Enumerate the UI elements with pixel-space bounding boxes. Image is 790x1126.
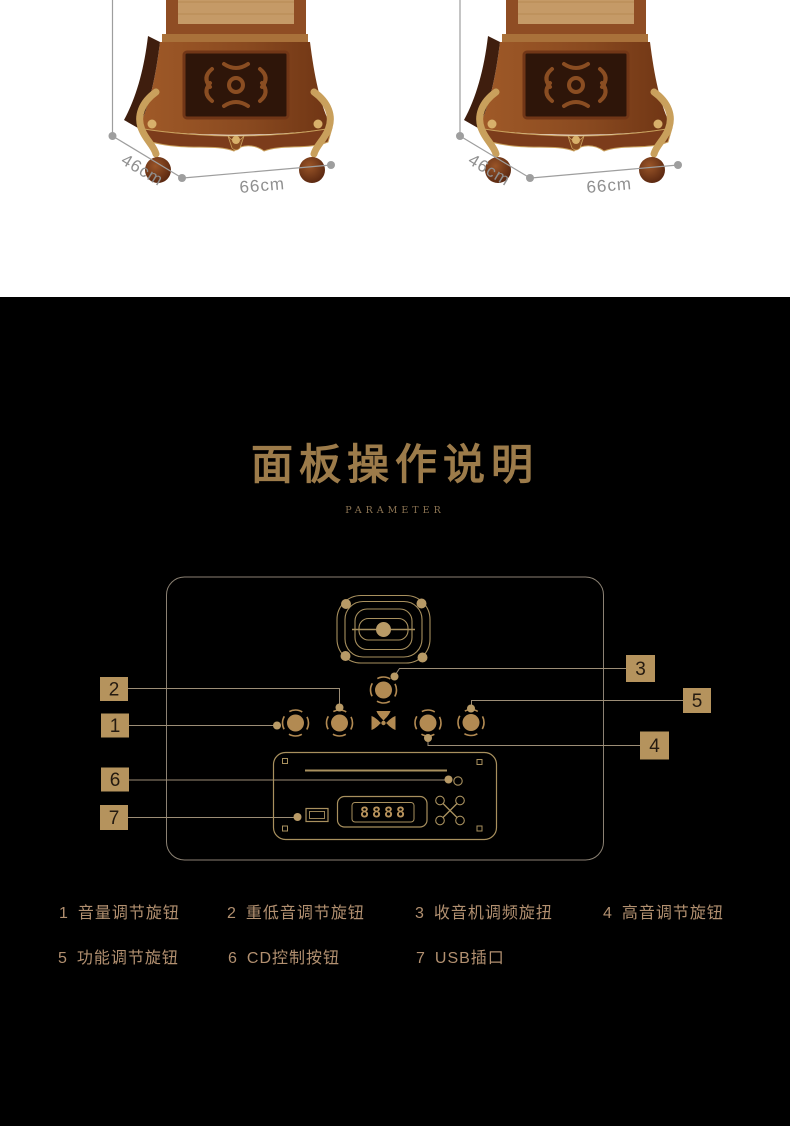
callout-line-4 — [427, 738, 640, 746]
callout-number: 5 — [692, 691, 703, 712]
legend-label: CD控制按钮 — [246, 950, 341, 967]
callout-number: 2 — [109, 680, 120, 701]
seven-segment-display: 8888 — [360, 804, 408, 822]
left-depth-label: 46cm — [118, 150, 167, 190]
control-panel-diagram: 8888 2 1 6 7 3 — [100, 576, 711, 861]
legend-number: 5 — [58, 950, 68, 967]
eject-button-icon — [453, 776, 463, 786]
display-bezel — [336, 795, 428, 828]
volume-knob — [281, 709, 310, 737]
crossed-cables-icon — [435, 795, 465, 826]
callout-number-boxes: 2 1 6 7 3 5 4 — [100, 655, 711, 830]
legend-item-cd-control: 6 CD控制按钮 — [228, 944, 340, 968]
callout-box-1: 1 — [101, 713, 129, 738]
width-dimension-line — [530, 164, 679, 179]
legend-number: 4 — [603, 905, 613, 922]
screw-icon — [282, 825, 288, 832]
callout-box-4: 4 — [640, 731, 669, 760]
right-depth-label: 46cm — [465, 150, 514, 190]
panel-outline — [166, 576, 604, 861]
legend-number: 3 — [415, 905, 425, 922]
section-subtitle: PARAMETER — [345, 505, 445, 516]
product-photos-section: 46cm 66cm 46cm 66cm — [0, 0, 790, 297]
function-knob — [457, 708, 485, 737]
callout-lines — [128, 668, 683, 818]
treble-knob — [414, 709, 442, 737]
callout-box-3: 3 — [626, 655, 655, 682]
legend-item-treble: 4 高音调节旋钮 — [603, 899, 724, 923]
depth-dimension-line — [459, 135, 531, 179]
legend-item-function: 5 功能调节旋钮 — [58, 944, 179, 968]
left-dimension-annotations — [108, 0, 335, 182]
legend-label: USB插口 — [434, 950, 505, 967]
callout-terminal-dots — [273, 672, 475, 821]
legend-label: 音量调节旋钮 — [77, 905, 180, 922]
legend-label: 高音调节旋钮 — [621, 905, 724, 922]
display-window — [351, 802, 415, 823]
usb-port-icon — [305, 807, 329, 823]
left-width-label: 66cm — [239, 174, 286, 197]
bass-knob — [325, 709, 354, 737]
section-title: 面板操作说明 — [250, 441, 539, 488]
legend-number: 6 — [228, 950, 238, 967]
left-cabinet-photo — [124, 0, 332, 183]
legend-item-volume: 1 音量调节旋钮 — [59, 899, 180, 923]
callout-line-2 — [128, 688, 340, 704]
product-photos-svg: 46cm 66cm 46cm 66cm — [108, 0, 682, 197]
screw-icon — [282, 758, 288, 764]
callout-box-2: 2 — [100, 677, 128, 701]
legend-number: 1 — [59, 905, 69, 922]
width-dimension-line — [182, 164, 332, 179]
legend-item-bass: 2 重低音调节旋钮 — [227, 899, 365, 923]
screw-icon — [476, 825, 483, 832]
legend-label: 功能调节旋钮 — [76, 950, 179, 967]
cd-media-panel — [272, 751, 498, 841]
legend-item-tuning: 3 收音机调频旋扭 — [415, 899, 553, 923]
screw-icon — [476, 759, 483, 765]
legend-label: 收音机调频旋扭 — [433, 905, 553, 922]
legend-number: 7 — [416, 950, 426, 967]
radio-dial-display — [336, 594, 431, 664]
callout-number: 3 — [635, 659, 646, 680]
legend-item-usb: 7 USB插口 — [416, 944, 505, 968]
tuning-knob — [369, 676, 398, 704]
dial-corner-dots — [340, 598, 428, 663]
callout-box-7: 7 — [100, 805, 128, 830]
legend-label: 重低音调节旋钮 — [245, 905, 365, 922]
cross-ornament-icon — [371, 711, 396, 730]
legend-number: 2 — [227, 905, 237, 922]
right-width-label: 66cm — [586, 174, 633, 197]
callout-line-3 — [394, 668, 626, 677]
panel-instructions-section — [0, 297, 790, 1126]
callout-number: 7 — [109, 808, 120, 829]
right-cabinet-photo — [464, 0, 672, 183]
callout-box-6: 6 — [101, 767, 129, 792]
callout-number: 6 — [110, 770, 121, 791]
depth-dimension-line — [112, 135, 183, 179]
callout-number: 1 — [110, 716, 121, 737]
callout-box-5: 5 — [683, 688, 711, 713]
callout-number: 4 — [649, 736, 660, 757]
right-dimension-annotations — [456, 0, 682, 182]
callout-line-5 — [471, 700, 683, 705]
